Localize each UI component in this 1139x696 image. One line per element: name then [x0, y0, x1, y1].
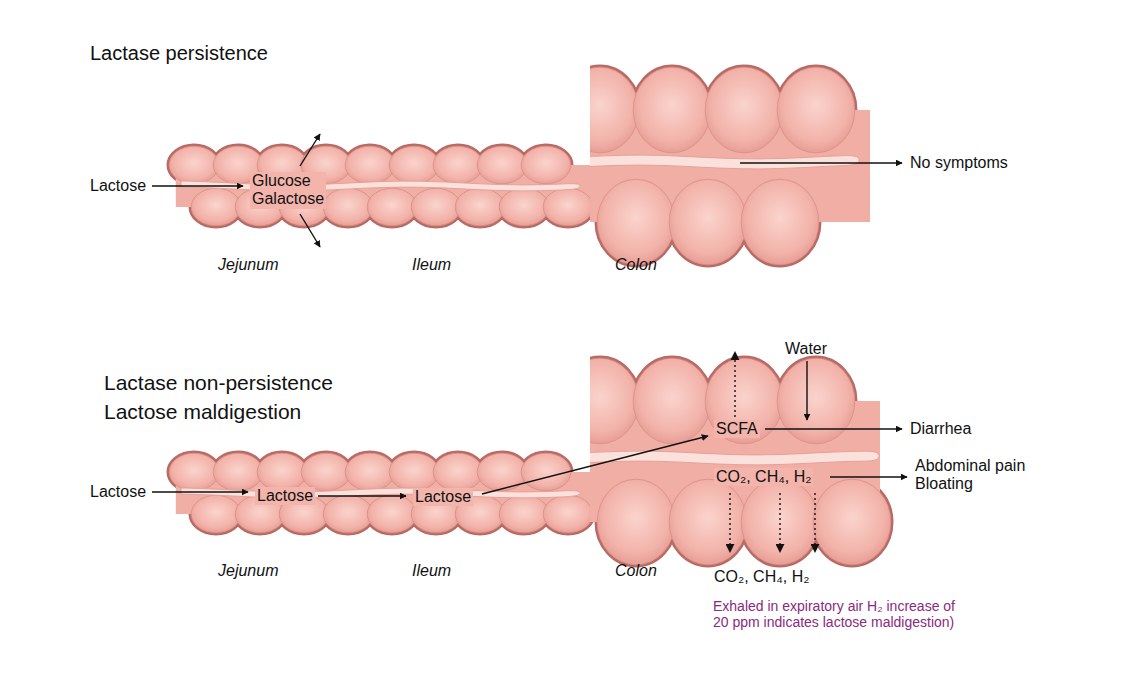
lumen [590, 451, 879, 465]
arrow [300, 214, 320, 247]
bulge [741, 179, 819, 265]
bulge [633, 358, 711, 444]
bulge [169, 453, 219, 491]
bulge [705, 67, 783, 153]
bulge [455, 188, 505, 226]
bulge [543, 495, 593, 533]
bulge [411, 188, 461, 226]
bulge [669, 479, 747, 565]
bulge [499, 495, 549, 533]
segment-name: Colon [615, 562, 657, 580]
bulge [669, 179, 747, 265]
arrow [806, 361, 807, 420]
bulge [813, 479, 891, 565]
bulge [477, 146, 527, 184]
symptom-label: Diarrhea [910, 420, 971, 438]
symptom-label: Abdominal pain Bloating [915, 457, 1043, 494]
bulge [213, 453, 263, 491]
arrow [740, 162, 902, 163]
gas-label: CO₂, CH₄, H₂ [714, 468, 813, 486]
arrow [318, 495, 406, 496]
segment-name: Ileum [412, 256, 451, 274]
outcome-label: No symptoms [910, 154, 1008, 172]
colon [590, 66, 870, 266]
intestine-drawings [168, 66, 892, 566]
bulge [521, 146, 571, 184]
arrow [152, 185, 243, 186]
bulge [741, 479, 819, 565]
bulge [301, 453, 351, 491]
dotted-arrow [734, 352, 735, 417]
substrate-label: Lactose [90, 177, 146, 195]
arrow [765, 428, 902, 429]
lumen [181, 488, 580, 498]
dotted-arrow [779, 493, 780, 552]
lumen [590, 155, 859, 169]
bulge [433, 146, 483, 184]
arrow [152, 491, 248, 492]
bulge [543, 188, 593, 226]
substrate-label: Lactose [413, 488, 473, 506]
bulge [389, 453, 439, 491]
product-label: Glucose Galactose [250, 172, 326, 209]
substrate-label: Lactose [90, 483, 146, 501]
panel-heading: Lactase non-persistence Lactose maldiges… [104, 368, 366, 427]
colon [590, 357, 892, 566]
panel-heading: Lactase persistence [90, 42, 268, 65]
bulge [389, 146, 439, 184]
bulge [323, 495, 373, 533]
segment-name: Jejunum [218, 256, 278, 274]
bulge [590, 67, 639, 153]
bulge [597, 479, 675, 565]
gas-label: CO₂, CH₄, H₂ [714, 568, 809, 586]
segment-name: Colon [615, 256, 657, 274]
bulge [499, 188, 549, 226]
bulge [433, 453, 483, 491]
bulge [191, 495, 241, 533]
dotted-arrow [814, 493, 815, 552]
segment-name: Ileum [412, 562, 451, 580]
product-label: SCFA [714, 420, 760, 438]
bulge [257, 453, 307, 491]
bulge [169, 146, 219, 184]
bulge [191, 188, 241, 226]
substrate-label: Lactose [255, 487, 315, 505]
flow-label: Water [785, 340, 827, 358]
arrow [482, 436, 708, 494]
bulge [777, 67, 855, 153]
segment-name: Jejunum [218, 562, 278, 580]
arrow [300, 134, 320, 166]
arrow [830, 476, 907, 477]
bulge [633, 67, 711, 153]
note: Exhaled in expiratory air H₂ increase of… [713, 598, 958, 630]
bulge [590, 358, 639, 444]
bulge [597, 179, 675, 265]
bulge [345, 146, 395, 184]
bulge [705, 358, 783, 444]
bulge [367, 495, 417, 533]
bulge [345, 453, 395, 491]
arrows [152, 134, 907, 552]
bulge [777, 358, 855, 444]
bulge [477, 453, 527, 491]
bulge [367, 188, 417, 226]
dotted-arrow [729, 493, 730, 552]
bulge [521, 453, 571, 491]
small-intestine [168, 452, 594, 534]
bulge [323, 188, 373, 226]
